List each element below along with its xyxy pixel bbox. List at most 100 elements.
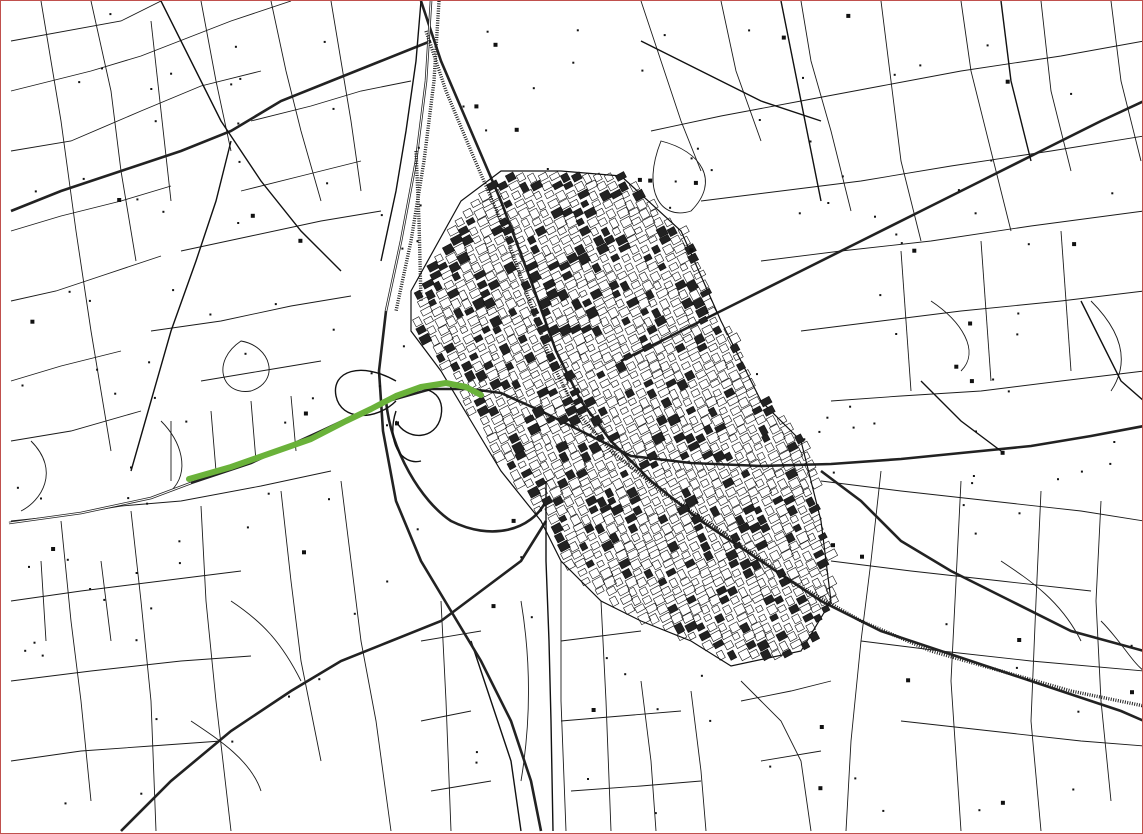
town-block: [479, 415, 490, 426]
town-block: [633, 288, 646, 298]
town-block: [525, 324, 537, 334]
town-block: [690, 261, 702, 273]
town-block: [473, 269, 487, 281]
town-block: [776, 478, 789, 490]
town-block: [470, 261, 482, 274]
building-marker: [250, 213, 255, 218]
town-block: [515, 360, 529, 373]
building-marker: [900, 242, 903, 245]
town-block: [607, 368, 620, 380]
town-block: [731, 568, 742, 578]
town-block: [534, 350, 550, 365]
town-block: [720, 442, 730, 451]
town-block: [781, 458, 796, 472]
town-block: [602, 388, 613, 400]
town-block: [536, 386, 550, 399]
town-block: [695, 558, 708, 570]
town-block: [645, 602, 659, 615]
town-block: [434, 253, 444, 263]
town-block: [586, 532, 597, 542]
town-block: [468, 226, 479, 237]
building-marker: [16, 486, 19, 489]
town-block: [426, 325, 437, 336]
building-marker: [88, 299, 91, 302]
town-block: [698, 315, 709, 325]
town-block: [671, 585, 683, 596]
town-block: [497, 307, 508, 319]
town-block: [553, 343, 564, 353]
town-block: [542, 343, 553, 355]
town-block: [709, 629, 724, 642]
town-block: [575, 217, 585, 227]
town-block: [630, 595, 642, 607]
town-block: [539, 396, 551, 408]
town-block: [485, 243, 498, 255]
town-block: [654, 314, 668, 327]
building-marker: [1000, 800, 1005, 805]
town-block: [734, 451, 744, 462]
town-block: [624, 262, 634, 272]
town-block: [696, 342, 708, 353]
town-block: [761, 558, 773, 570]
town-block: [714, 422, 727, 434]
town-block: [714, 548, 729, 563]
town-block: [778, 449, 792, 461]
town-block: [813, 613, 823, 623]
building-marker: [238, 160, 241, 163]
town-block: [810, 603, 822, 614]
building-marker: [1130, 644, 1133, 647]
town-block: [633, 414, 648, 428]
town-block: [811, 513, 822, 523]
town-block: [515, 172, 527, 183]
town-block: [622, 477, 634, 488]
town-block: [674, 468, 687, 479]
highlighted-road-segment[interactable]: [186, 380, 484, 482]
town-block: [608, 279, 620, 291]
town-block: [484, 270, 496, 282]
town-block: [615, 486, 628, 499]
town-block: [577, 379, 589, 391]
town-block: [498, 342, 511, 356]
town-block: [578, 541, 589, 552]
town-block: [729, 405, 742, 417]
town-block: [492, 261, 505, 274]
town-block: [668, 449, 682, 461]
town-block: [556, 351, 570, 363]
town-block: [571, 424, 582, 435]
town-block: [564, 469, 576, 481]
town-block: [588, 190, 599, 202]
town-block: [722, 604, 733, 616]
town-block: [687, 440, 701, 452]
town-block: [482, 424, 494, 437]
town-block: [467, 253, 478, 265]
town-block: [640, 368, 654, 382]
town-block: [707, 532, 718, 543]
building-marker: [978, 809, 981, 812]
town-block: [720, 629, 733, 641]
town-block: [654, 441, 666, 453]
town-block: [527, 485, 541, 499]
building-marker: [230, 83, 233, 86]
town-block: [640, 495, 652, 507]
town-block: [591, 449, 605, 462]
town-block: [677, 350, 690, 361]
town-block: [630, 404, 644, 416]
town-block: [471, 296, 487, 311]
town-block: [632, 567, 643, 577]
town-block: [618, 433, 629, 443]
town-block: [525, 449, 538, 461]
town-block: [629, 558, 643, 571]
town-block: [816, 557, 830, 570]
town-block: [714, 487, 725, 499]
town-block: [630, 216, 642, 227]
town-block: [567, 225, 580, 236]
town-block: [679, 451, 690, 461]
town-block: [745, 451, 757, 463]
town-block: [533, 316, 544, 328]
town-block: [715, 649, 726, 661]
town-block: [665, 378, 678, 389]
town-block: [613, 197, 627, 210]
town-block: [583, 523, 595, 534]
town-block: [615, 548, 629, 562]
